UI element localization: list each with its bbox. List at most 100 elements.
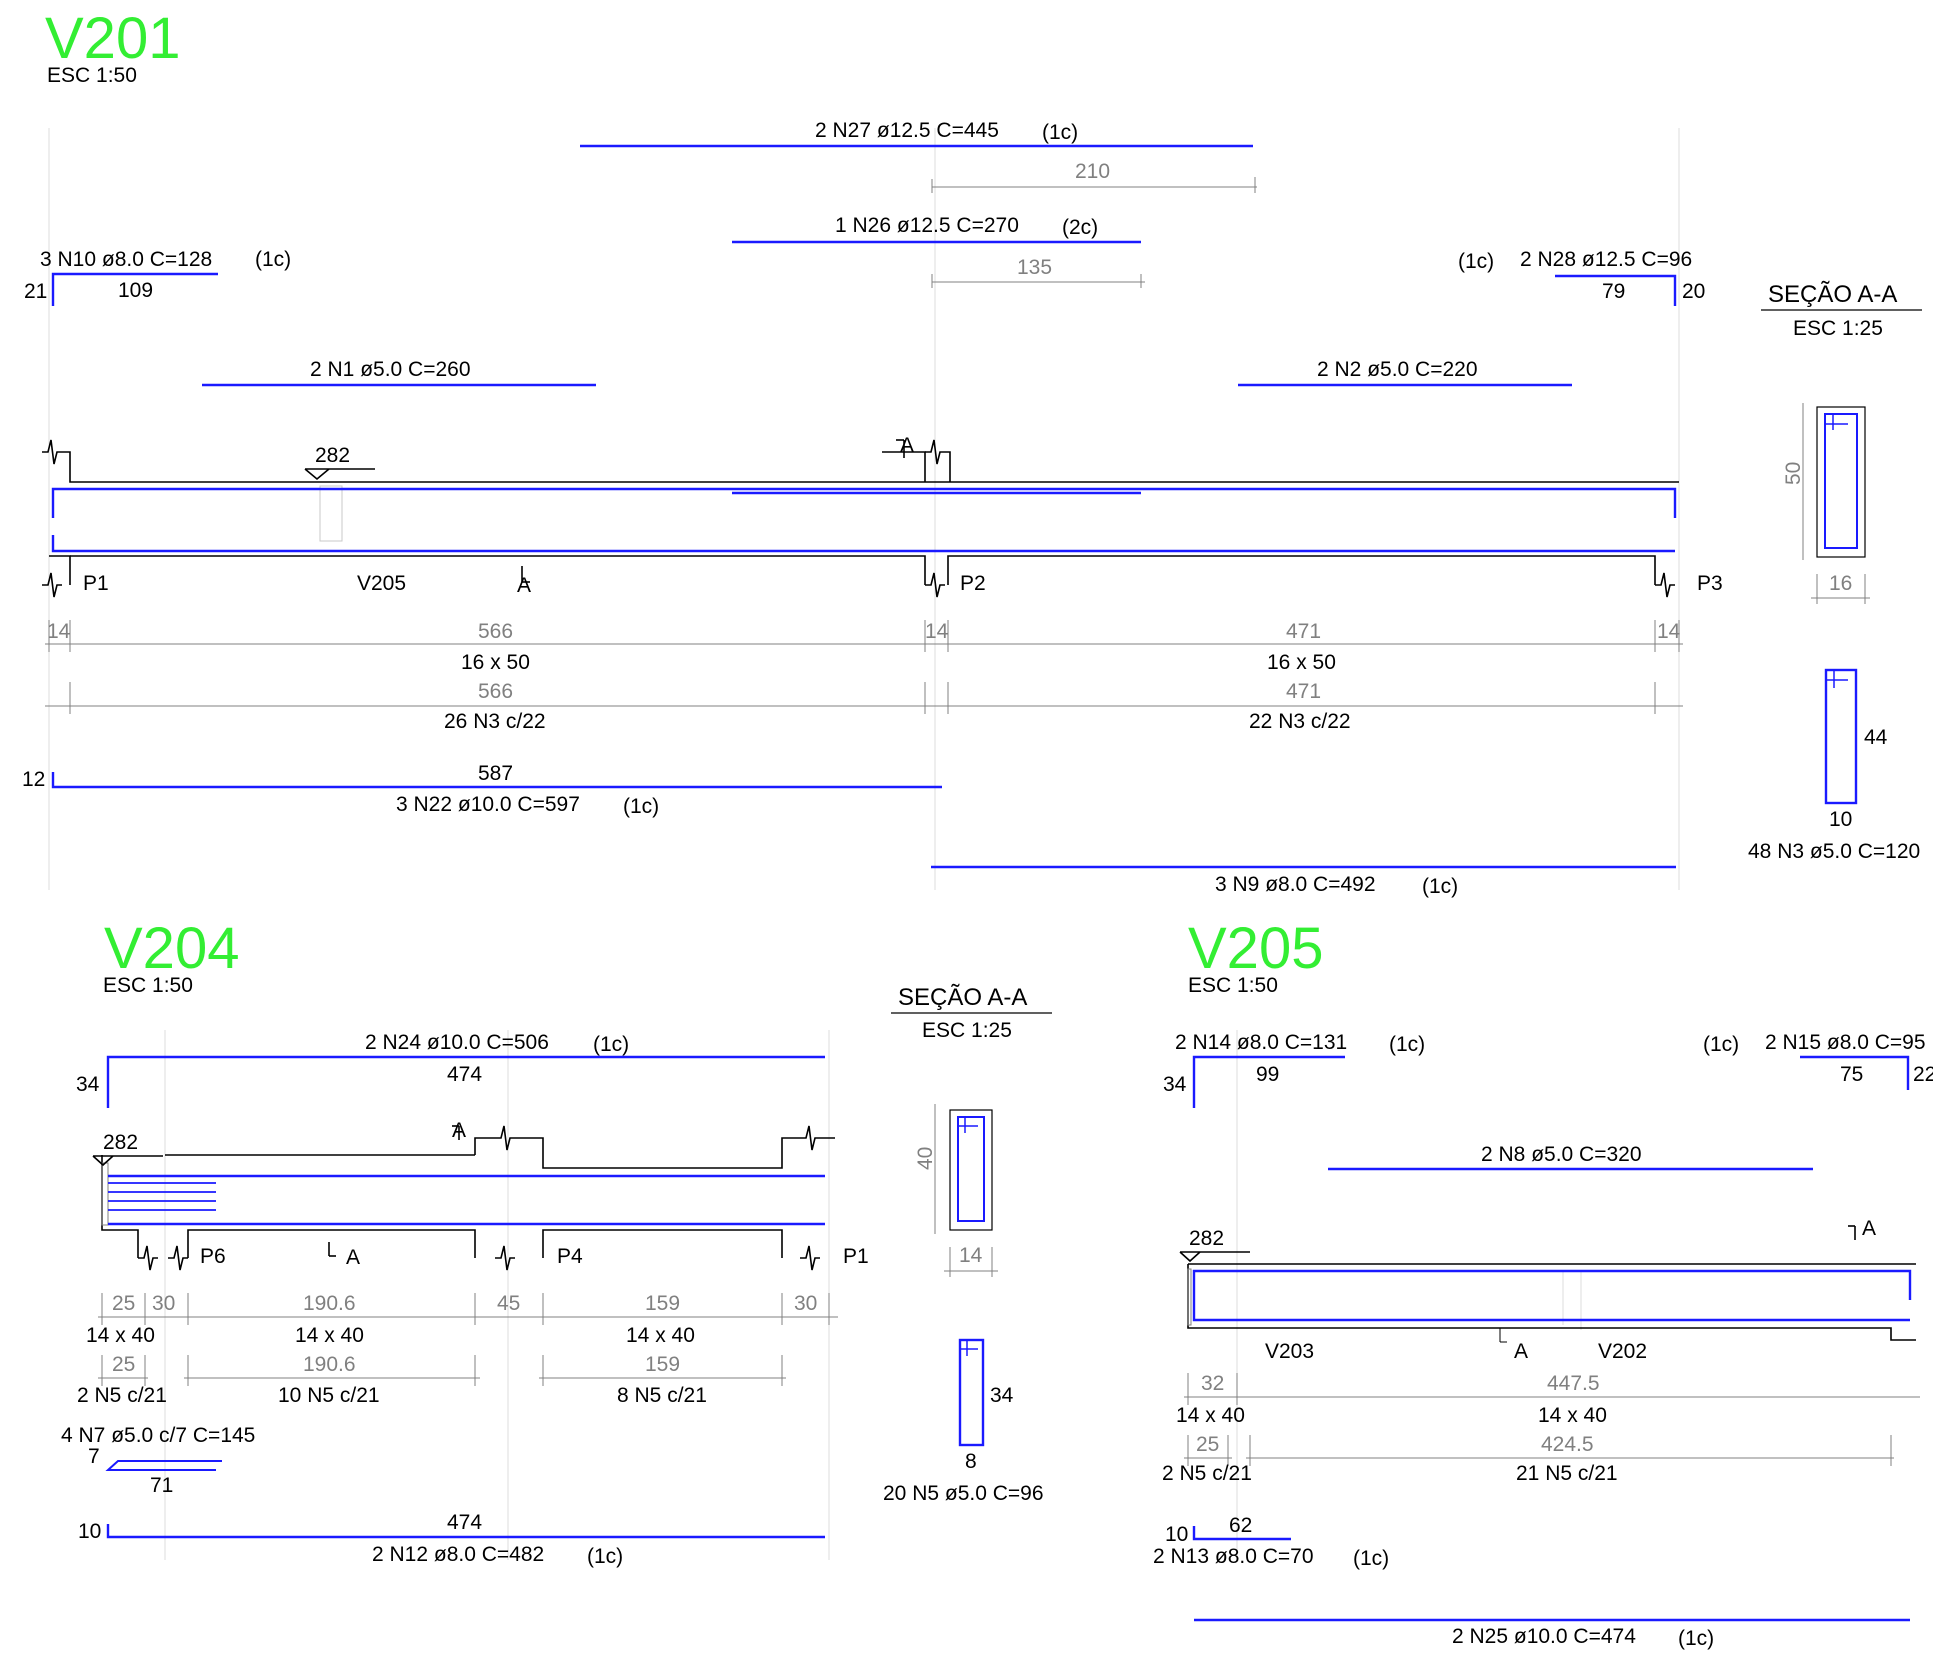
dim-stirrup-span-2: 471 — [1286, 680, 1321, 703]
v205-scale: ESC 1:50 — [1188, 974, 1278, 997]
bar-n1-label: 2 N1 ø5.0 C=260 — [310, 358, 471, 381]
bar-n24-hook: 34 — [76, 1073, 100, 1096]
support-p4: P4 — [557, 1245, 583, 1268]
bar-n28-hook: 20 — [1682, 280, 1705, 303]
section-width: 16 — [1829, 572, 1852, 595]
bar-n2-label: 2 N2 ø5.0 C=220 — [1317, 358, 1478, 381]
section-title: SEÇÃO A-A — [1768, 281, 1897, 308]
section-size-1: 16 x 50 — [461, 651, 530, 674]
bar-n12 — [106, 1524, 825, 1539]
dim-span-2: 471 — [1286, 620, 1321, 643]
bar-n14 — [1192, 1055, 1345, 1108]
cut-mark-bottom: A — [1514, 1340, 1528, 1363]
level-value: 282 — [103, 1131, 138, 1154]
bar-n7 — [105, 1460, 222, 1471]
bar-n10-layer: (1c) — [255, 248, 291, 271]
dim-span-1: 566 — [478, 620, 513, 643]
bar-n13 — [1192, 1526, 1291, 1541]
stirrup-span-1: 25 — [112, 1353, 135, 1376]
stirrup-spec-1: 2 N5 c/21 — [77, 1384, 167, 1407]
stirrup-span-2: 190.6 — [303, 1353, 356, 1376]
section-size-3: 14 x 40 — [626, 1324, 695, 1347]
v201-title: V201 — [45, 6, 180, 71]
stirrup-spec-2: 22 N3 c/22 — [1249, 710, 1351, 733]
cut-mark-top: A — [1862, 1217, 1876, 1240]
bar-bottom-main — [51, 535, 1675, 553]
level-value: 282 — [315, 444, 350, 467]
bar-n25-label: 2 N25 ø10.0 C=474 — [1452, 1625, 1636, 1648]
stirrup-height: 34 — [990, 1384, 1014, 1407]
cross-beam-v203: V203 — [1265, 1340, 1314, 1363]
bar-top-main — [1192, 1269, 1912, 1300]
stirrup-width: 8 — [965, 1450, 977, 1473]
section-height: 50 — [1782, 462, 1805, 485]
cut-mark-top: A — [900, 434, 914, 457]
stirrup-span-3: 159 — [645, 1353, 680, 1376]
bar-top-main — [51, 487, 1677, 518]
stirrup-spec-1: 2 N5 c/21 — [1162, 1462, 1252, 1485]
stirrup-spec: 20 N5 ø5.0 C=96 — [883, 1482, 1044, 1505]
section-size-2: 14 x 40 — [295, 1324, 364, 1347]
support-p3: P3 — [1697, 572, 1723, 595]
cut-mark-bottom: A — [346, 1246, 360, 1269]
stirrup-span-2: 424.5 — [1541, 1433, 1594, 1456]
section-scale: ESC 1:25 — [922, 1019, 1012, 1042]
dimension-rows — [1184, 1373, 1920, 1466]
bar-n14-length: 99 — [1256, 1063, 1279, 1086]
bar-n27-label: 2 N27 ø12.5 C=445 — [815, 119, 999, 142]
dim-2: 447.5 — [1547, 1372, 1600, 1395]
section-height: 40 — [914, 1147, 937, 1170]
beam-v201-elevation — [41, 439, 1679, 598]
dim-support-3: 14 — [1657, 620, 1681, 643]
bar-bottom-main — [1192, 1300, 1910, 1322]
bar-n24-label: 2 N24 ø10.0 C=506 — [365, 1031, 549, 1054]
bar-n9-layer: (1c) — [1422, 875, 1458, 898]
bar-n28 — [1555, 274, 1677, 306]
bar-n12-hook: 10 — [78, 1520, 101, 1543]
dim-5: 159 — [645, 1292, 680, 1315]
bar-n7-group — [108, 1182, 216, 1211]
bar-n15-layer: (1c) — [1703, 1033, 1739, 1056]
section-size-2: 16 x 50 — [1267, 651, 1336, 674]
support-p1: P1 — [83, 572, 109, 595]
bar-n26-label: 1 N26 ø12.5 C=270 — [835, 214, 1019, 237]
bar-n7-label: 4 N7 ø5.0 c/7 C=145 — [61, 1424, 255, 1447]
bar-n15 — [1800, 1055, 1910, 1090]
v204-title: V204 — [104, 916, 239, 981]
bar-n15-label: 2 N15 ø8.0 C=95 — [1765, 1031, 1926, 1054]
dim-1: 32 — [1201, 1372, 1224, 1395]
beam-v201: V201 ESC 1:50 2 N27 ø12.5 C=445 (1c) 210… — [22, 6, 1922, 898]
cut-mark-top: A — [452, 1119, 466, 1142]
bar-n22-length: 587 — [478, 762, 513, 785]
dim-6: 30 — [794, 1292, 817, 1315]
beam-v204: V204 ESC 1:50 2 N24 ø10.0 C=506 (1c) 34 … — [61, 916, 1052, 1568]
cross-beam-v202: V202 — [1598, 1340, 1647, 1363]
bar-n28-label: 2 N28 ø12.5 C=96 — [1520, 248, 1692, 271]
v204-scale: ESC 1:50 — [103, 974, 193, 997]
section-width: 14 — [959, 1244, 983, 1267]
v201-scale: ESC 1:50 — [47, 64, 137, 87]
stirrup-spec: 48 N3 ø5.0 C=120 — [1748, 840, 1920, 863]
level-marker — [304, 468, 375, 481]
stirrup-height: 44 — [1864, 726, 1888, 749]
beam-v205-elevation — [1187, 1225, 1916, 1343]
stirrup-spec-1: 26 N3 c/22 — [444, 710, 546, 733]
bar-n14-layer: (1c) — [1389, 1033, 1425, 1056]
cross-beam-v205: V205 — [357, 572, 406, 595]
bar-n12-length: 474 — [447, 1511, 482, 1534]
bar-n13-layer: (1c) — [1353, 1547, 1389, 1570]
support-p2: P2 — [960, 572, 986, 595]
bar-n13-label: 2 N13 ø8.0 C=70 — [1153, 1545, 1314, 1568]
v205-title: V205 — [1188, 916, 1323, 981]
beam-v204-elevation — [101, 1125, 835, 1271]
stirrup-span-1: 25 — [1196, 1433, 1219, 1456]
dim-support-2: 14 — [925, 620, 949, 643]
section-size-1: 14 x 40 — [1176, 1404, 1245, 1427]
bar-n28-layer: (1c) — [1458, 250, 1494, 273]
bar-n13-hook: 10 — [1165, 1523, 1188, 1546]
bar-n22-hook: 12 — [22, 768, 45, 791]
section-a-a-v201: SEÇÃO A-A ESC 1:25 50 16 44 10 48 N3 ø5.… — [1748, 281, 1922, 863]
bar-n14-hook: 34 — [1163, 1073, 1187, 1096]
bar-n10-length: 109 — [118, 279, 153, 302]
